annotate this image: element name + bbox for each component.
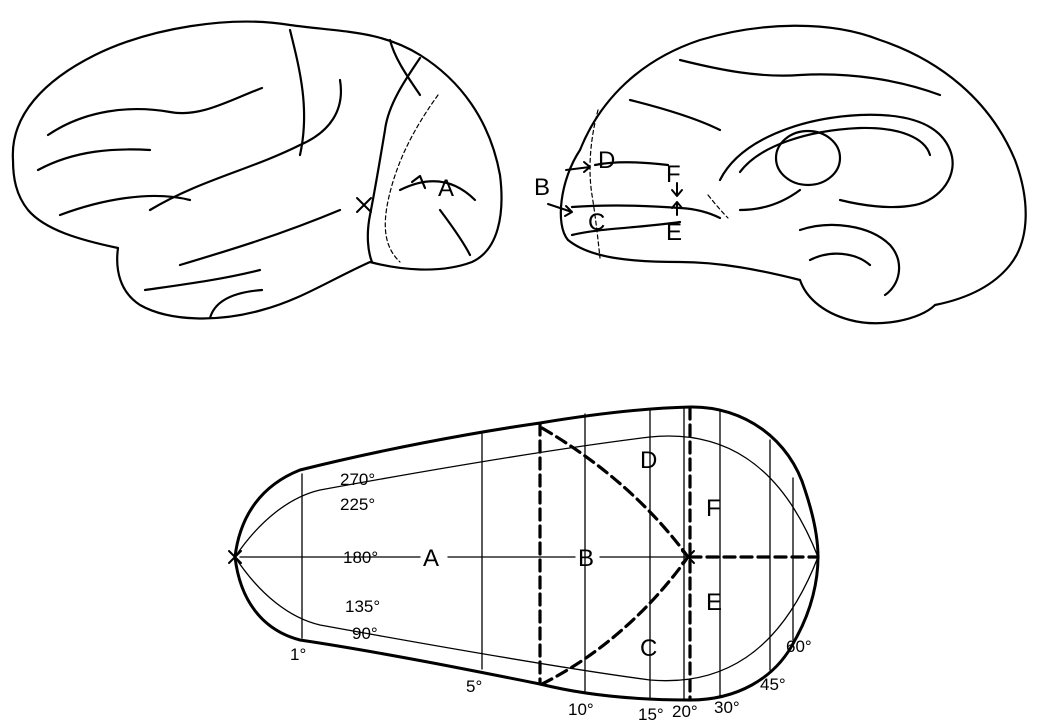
medial-brain-outline (561, 26, 1026, 323)
ecc-label-10: 10° (568, 700, 594, 719)
lateral-brain-view (13, 22, 502, 319)
lateral-brain-outline (13, 22, 502, 319)
angle-label-270: 270° (340, 470, 375, 489)
label-b-medial: B (534, 174, 550, 201)
border-b-c (542, 557, 688, 684)
map-label-d: D (640, 447, 657, 474)
ecc-label-15: 15° (638, 705, 664, 722)
ecc-label-60: 60° (786, 637, 812, 656)
angle-label-180: 180° (343, 548, 378, 567)
fovea-cross-lateral (357, 198, 371, 212)
lunate-sulcus (368, 58, 420, 262)
meridian-135 (235, 557, 818, 681)
map-label-f: F (706, 495, 721, 522)
striate-border-lateral (385, 95, 438, 262)
label-d-medial: D (598, 147, 615, 174)
label-f-medial: F (666, 161, 681, 188)
map-outline (235, 407, 818, 700)
label-a-lateral: A (438, 175, 454, 202)
angle-label-135: 135° (345, 597, 380, 616)
meridian-225 (235, 436, 818, 557)
visual-field-map (229, 407, 818, 700)
angle-label-225: 225° (340, 495, 375, 514)
thalamus-ellipse (776, 131, 840, 185)
map-label-b: B (578, 545, 594, 572)
map-label-e: E (706, 589, 722, 616)
ecc-label-1: 1° (290, 645, 306, 664)
border-b-d (542, 428, 688, 557)
label-c-medial: C (588, 209, 605, 236)
ecc-label-30: 30° (714, 698, 740, 717)
ecc-label-5: 5° (466, 677, 482, 696)
ecc-label-20: 20° (672, 702, 698, 721)
ecc-label-45: 45° (760, 675, 786, 694)
map-label-c: C (640, 635, 657, 662)
angle-label-90: 90° (352, 624, 378, 643)
label-e-medial: E (666, 219, 682, 246)
map-label-a: A (423, 545, 439, 572)
medial-brain-view (548, 26, 1026, 323)
